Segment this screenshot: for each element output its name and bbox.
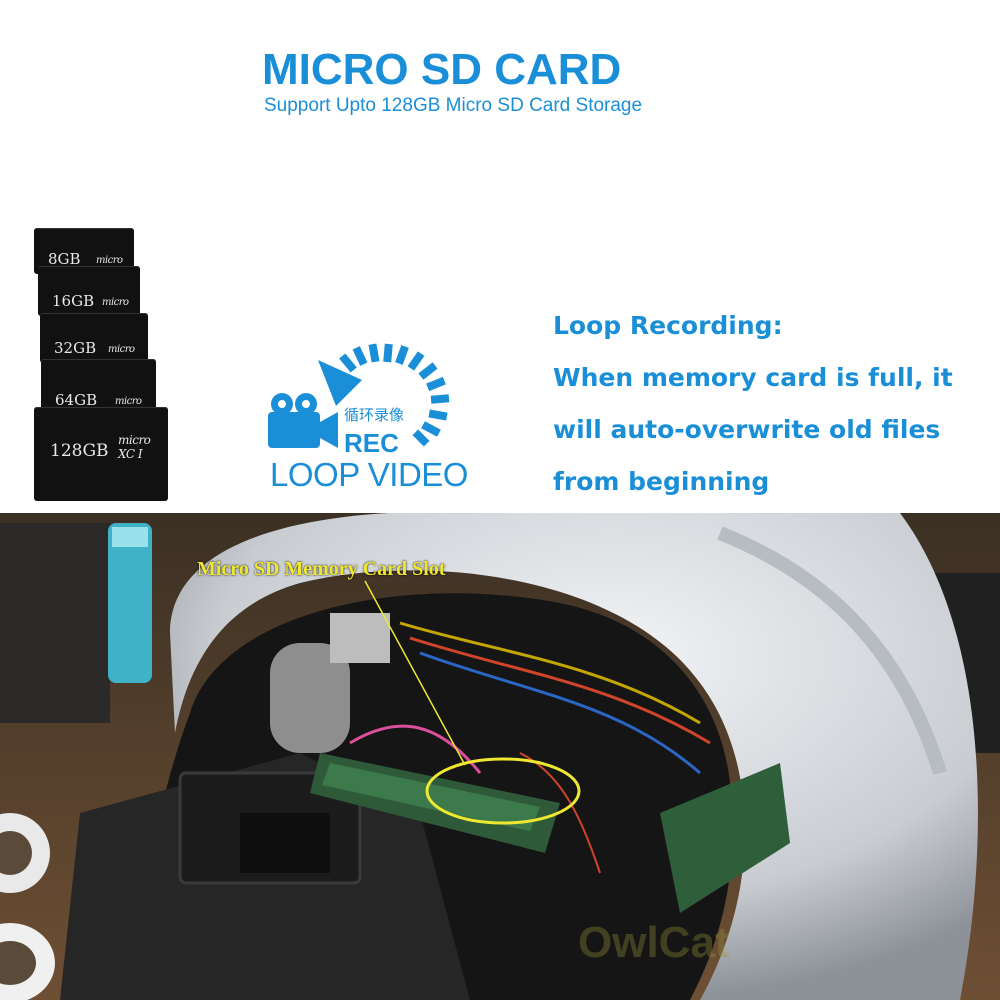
loop-recording-line: Loop Recording: <box>553 311 783 340</box>
loop-arrow-icon <box>268 343 450 448</box>
card-capacity: 128GB <box>50 441 109 461</box>
sd-card-stack: 8GB micro 16GB micro 32GB micro 64GB mic… <box>30 225 180 505</box>
sd-card-128gb: 128GB micro XC I <box>34 407 168 501</box>
loop-chinese-label: 循环录像 <box>344 406 405 424</box>
loop-video-icon: 循环录像 REC LOOP VIDEO <box>262 340 472 500</box>
page-title: MICRO SD CARD <box>262 45 622 94</box>
camera-interior-illustration <box>0 513 1000 1000</box>
card-brand: micro <box>96 255 123 266</box>
sd-slot-label: Micro SD Memory Card Slot <box>197 558 446 580</box>
card-brand: micro <box>108 344 135 355</box>
loop-recording-line: will auto-overwrite old files <box>553 415 941 444</box>
sd-card-64gb: 64GB micro <box>41 359 156 415</box>
watermark: OwlCat <box>578 918 730 967</box>
card-brand: micro XC I <box>118 433 151 461</box>
rec-label: REC <box>344 428 399 458</box>
card-capacity: 64GB <box>55 391 98 409</box>
card-capacity: 8GB <box>48 250 81 268</box>
loop-recording-line: When memory card is full, it <box>553 363 953 392</box>
card-brand: micro <box>102 297 129 308</box>
card-capacity: 32GB <box>54 339 97 357</box>
card-brand: micro <box>115 396 142 407</box>
camera-interior-photo: Micro SD Memory Card Slot OwlCat <box>0 513 1000 1000</box>
loop-video-label: LOOP VIDEO <box>270 456 468 493</box>
sd-card-16gb: 16GB micro <box>38 266 140 316</box>
sd-card-32gb: 32GB micro <box>40 313 148 363</box>
loop-recording-text: Loop Recording: When memory card is full… <box>553 306 993 514</box>
loop-recording-line: from beginning <box>553 467 770 496</box>
card-capacity: 16GB <box>52 292 95 310</box>
page-subtitle: Support Upto 128GB Micro SD Card Storage <box>264 95 643 116</box>
